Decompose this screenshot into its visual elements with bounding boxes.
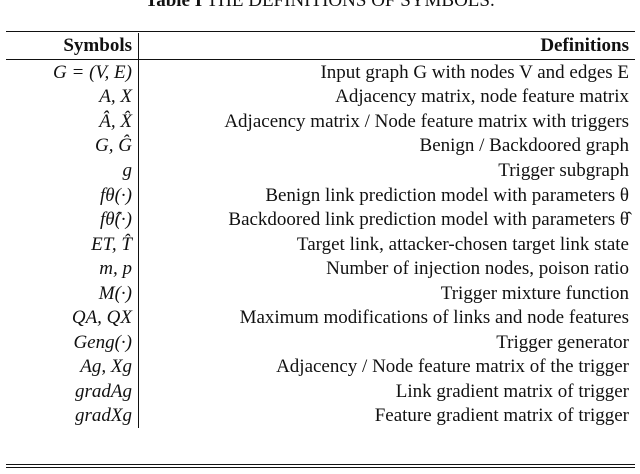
definition-cell: Maximum modifications of links and node … [239,307,629,329]
bottom-rule-double [6,467,635,468]
table-row: gradXg Feature gradient matrix of trigger [6,403,635,429]
definition-cell: Adjacency / Node feature matrix of the t… [276,356,629,378]
definition-cell: Adjacency matrix / Node feature matrix w… [224,110,629,132]
table-row: fθ̂(·) Backdoored link prediction model w… [6,207,635,232]
top-rule [6,31,635,32]
symbol-cell: Ag, Xg [6,354,139,380]
table-row: gradAg Link gradient matrix of trigger [6,379,635,404]
table-row: Â, X̂ Adjacency matrix / Node feature mat… [6,109,635,134]
symbol-cell: Â, X̂ [6,109,139,134]
table-row: ET, T̂ Target link, attacker-chosen targe… [6,231,635,257]
symbol-cell: ET, T̂ [6,231,139,257]
definition-cell: Benign / Backdoored graph [419,135,629,157]
table-row: G = (V, E) Input graph G with nodes V and… [6,59,635,85]
table-row: A, X Adjacency matrix, node feature matri… [6,84,635,110]
symbol-cell: Geng(·) [6,330,139,355]
definition-cell: Adjacency matrix, node feature matrix [335,86,629,108]
table-caption: Table I THE DEFINITIONS OF SYMBOLS. [0,0,640,12]
definition-cell: Link gradient matrix of trigger [395,380,629,402]
definition-cell: Input graph G with nodes V and edges E [320,61,629,83]
table-label: Table I [145,0,203,11]
symbol-cell: QA, QX [6,305,139,331]
table-row: QA, QX Maximum modifications of links and… [6,305,635,331]
bottom-rule [6,464,635,465]
table-row: g Trigger subgraph [6,158,635,183]
header-row: Symbols Definitions [6,33,635,60]
symbol-cell: G, Ĝ [6,133,139,159]
table-row: M(·) Trigger mixture function [6,280,635,306]
symbol-cell: G = (V, E) [6,59,139,85]
symbol-cell: M(·) [6,280,139,306]
symbols-table: Symbols Definitions G = (V, E) Input grap… [6,33,635,429]
definition-cell: Backdoored link prediction model with pa… [228,209,629,231]
table-title: THE DEFINITIONS OF SYMBOLS. [206,0,495,11]
header-symbols: Symbols [6,33,139,60]
table-row: Ag, Xg Adjacency / Node feature matrix of… [6,354,635,380]
symbol-cell: fθ(·) [6,182,139,208]
table-body: G = (V, E) Input graph G with nodes V and… [6,59,635,429]
table-row: Geng(·) Trigger generator [6,330,635,355]
definition-cell: Trigger generator [496,331,629,353]
symbol-cell: gradXg [6,403,139,429]
symbol-cell: m, p [6,256,139,281]
symbol-cell: g [6,158,139,183]
definition-cell: Trigger mixture function [440,282,629,304]
symbol-cell: gradAg [6,379,139,404]
definition-cell: Benign link prediction model with parame… [265,184,629,206]
symbol-cell: A, X [6,84,139,110]
definition-cell: Feature gradient matrix of trigger [374,405,629,427]
definition-cell: Target link, attacker-chosen target link… [296,233,629,255]
header-definitions: Definitions [138,33,635,60]
symbol-cell: fθ̂(·) [6,207,139,232]
definition-cell: Trigger subgraph [498,159,629,181]
definition-cell: Number of injection nodes, poison ratio [326,258,629,280]
table-row: fθ(·) Benign link prediction model with p… [6,182,635,208]
table-row: G, Ĝ Benign / Backdoored graph [6,133,635,159]
table-row: m, p Number of injection nodes, poison ra… [6,256,635,281]
